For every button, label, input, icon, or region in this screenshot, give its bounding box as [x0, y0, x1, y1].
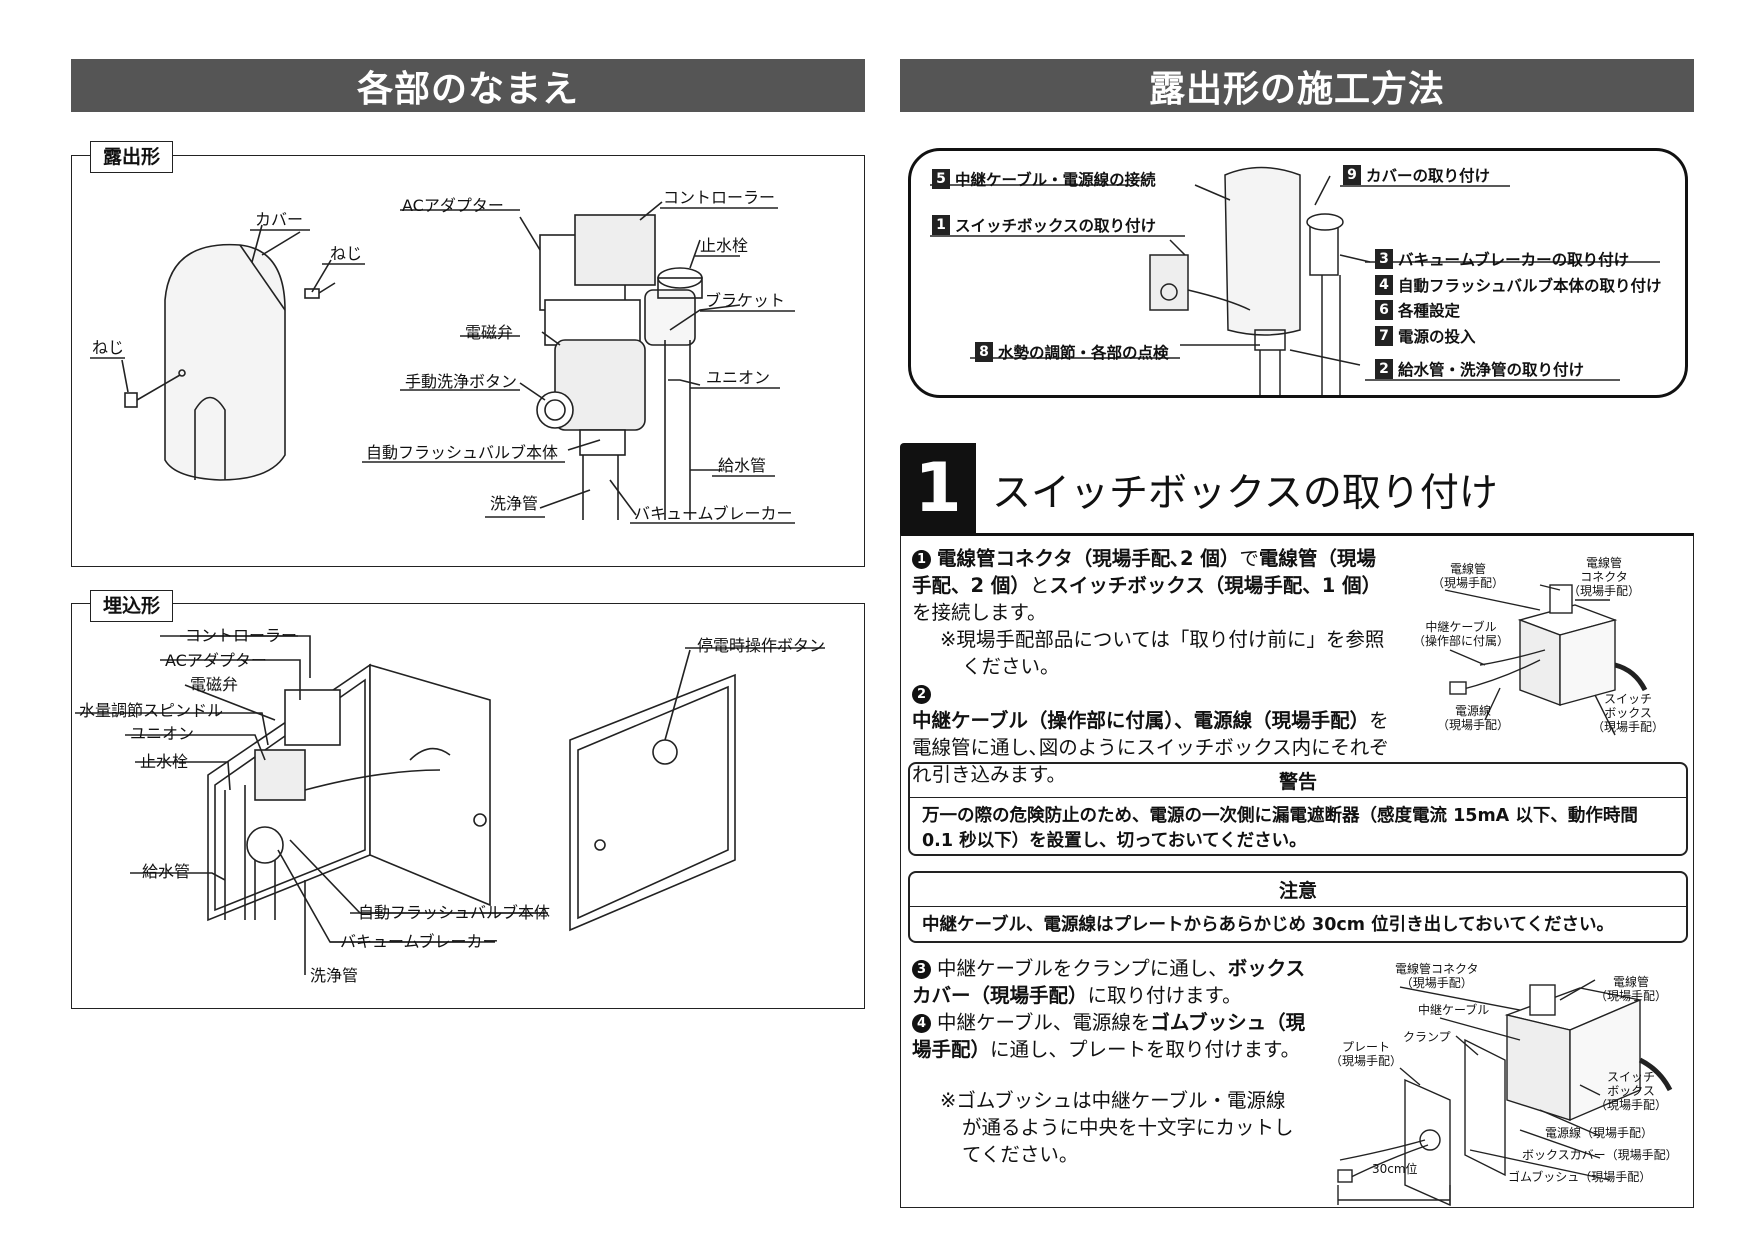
- label-screw-right: ねじ: [330, 244, 363, 263]
- caution-box: 注意 中継ケーブル、電源線はプレートからあらかじめ 30cm 位引き出しておいて…: [908, 871, 1688, 943]
- label-emb-valve-body: 自動フラッシュバルブ本体: [358, 903, 551, 922]
- label-emb-outage-button: 停電時操作ボタン: [697, 636, 826, 655]
- embedded-type-panel: [71, 603, 865, 1009]
- fig1-relay-cable: 中継ケーブル（操作部に付属）: [1413, 620, 1510, 648]
- fig1-power-line: 電源線（現場手配）: [1437, 704, 1510, 732]
- overview-frame: [908, 148, 1688, 398]
- instruction-1-note: ※現場手配部品については「取り付け前に」を参照ください。: [940, 628, 1385, 678]
- exposed-type-panel: [71, 155, 865, 567]
- fig2-clamp: クランプ: [1403, 1030, 1451, 1044]
- label-union: ユニオン: [706, 368, 771, 387]
- label-vacuum-breaker: バキュームブレーカー: [634, 504, 793, 523]
- label-emb-supply-pipe: 給水管: [142, 862, 191, 881]
- label-cover: カバー: [255, 210, 304, 229]
- fig2-connector: 電線管コネクタ（現場手配）: [1395, 962, 1479, 990]
- section-header-parts: 各部のなまえ: [71, 59, 865, 112]
- label-controller: コントローラー: [663, 188, 776, 207]
- section-number: 1: [900, 443, 976, 535]
- fig2-dimension: 30cm位: [1372, 1162, 1418, 1176]
- label-emb-flush-pipe: 洗浄管: [310, 966, 359, 985]
- fig1-connector: 電線管コネクタ（現場手配）: [1568, 556, 1641, 598]
- caution-body: 中継ケーブル、電源線はプレートからあらかじめ 30cm 位引き出しておいてくださ…: [922, 915, 1614, 935]
- embedded-type-tab: 埋込形: [90, 590, 174, 622]
- label-emb-solenoid: 電磁弁: [190, 675, 239, 694]
- caution-title: 注意: [910, 873, 1686, 907]
- label-emb-stop-valve: 止水栓: [140, 752, 189, 771]
- label-supply-pipe: 給水管: [718, 456, 767, 475]
- warning-box: 警告 万一の際の危険防止のため、電源の一次側に漏電遮断器（感度電流 15mA 以…: [908, 762, 1688, 856]
- fig2-relay: 中継ケーブル: [1418, 1003, 1490, 1017]
- label-screw-left: ねじ: [92, 338, 125, 357]
- fig1-switch-box: スイッチボックス（現場手配）: [1592, 692, 1665, 734]
- fig2-switch-box: スイッチボックス（現場手配）: [1595, 1070, 1668, 1112]
- instruction-2: 2中継ケーブル（操作部に付属）、電源線（現場手配）を電線管に通し､図のようにスイ…: [912, 685, 1389, 786]
- label-manual-button: 手動洗浄ボタン: [405, 372, 518, 391]
- fig2-conduit: 電線管（現場手配）: [1595, 975, 1668, 1003]
- label-valve-body: 自動フラッシュバルブ本体: [366, 443, 559, 462]
- exposed-type-tab: 露出形: [90, 141, 174, 173]
- label-emb-vacuum-breaker: バキュームブレーカー: [340, 932, 499, 951]
- label-solenoid: 電磁弁: [465, 323, 514, 342]
- warning-title: 警告: [910, 764, 1686, 798]
- fig2-bush: ゴムブッシュ（現場手配）: [1508, 1170, 1652, 1184]
- label-stop-valve: 止水栓: [700, 236, 749, 255]
- section-title: スイッチボックスの取り付け: [992, 471, 1498, 516]
- label-emb-spindle: 水量調節スピンドル: [79, 701, 224, 720]
- label-ac-adapter: ACアダプター: [402, 196, 504, 215]
- label-emb-ac-adapter: ACアダプター: [165, 651, 267, 670]
- label-emb-controller: コントローラー: [185, 626, 298, 645]
- section-body-frame: [900, 533, 1694, 1208]
- label-emb-union: ユニオン: [130, 724, 195, 743]
- section-header-install: 露出形の施工方法: [900, 59, 1694, 112]
- label-flush-pipe: 洗浄管: [490, 494, 539, 513]
- fig2-plate: プレート（現場手配）: [1330, 1040, 1403, 1068]
- fig2-power: 電源線（現場手配）: [1545, 1126, 1654, 1140]
- label-bracket: ブラケット: [705, 291, 786, 310]
- fig1-conduit: 電線管（現場手配）: [1432, 562, 1505, 590]
- warning-body: 万一の際の危険防止のため、電源の一次側に漏電遮断器（感度電流 15mA 以下、動…: [922, 806, 1638, 851]
- instruction-4-note: ※ゴムブッシュは中継ケーブル・電源線が通るように中央を十文字にカットしてください…: [940, 1089, 1294, 1166]
- fig2-box-cover: ボックスカバー（現場手配）: [1522, 1148, 1678, 1162]
